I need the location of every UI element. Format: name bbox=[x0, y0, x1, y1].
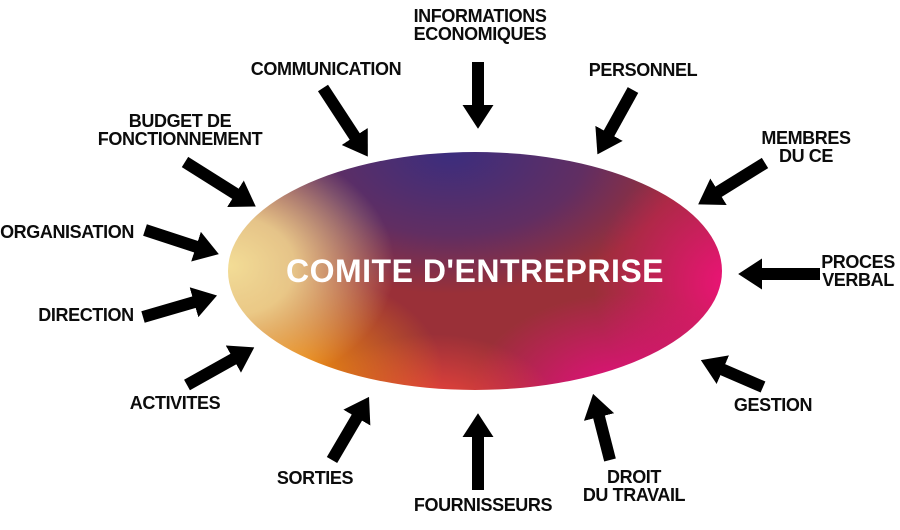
arrow-personnel-icon bbox=[595, 87, 639, 155]
label-fournisseurs: FOURNISSEURS bbox=[413, 495, 553, 515]
label-sorties: SORTIES bbox=[276, 468, 354, 488]
label-communication: COMMUNICATION bbox=[250, 59, 402, 79]
arrow-droit-travail-icon bbox=[583, 393, 616, 462]
arrow-sorties-icon bbox=[326, 396, 371, 464]
label-organisation: ORGANISATION bbox=[0, 222, 134, 242]
arrow-activites-icon bbox=[184, 345, 255, 391]
label-gestion: GESTION bbox=[733, 395, 813, 415]
arrow-direction-icon bbox=[141, 287, 218, 323]
label-direction: DIRECTION bbox=[38, 305, 134, 325]
center-ellipse: COMITE D'ENTREPRISE bbox=[228, 152, 722, 390]
label-droit-travail: DROIT DU TRAVAIL bbox=[582, 467, 686, 505]
label-membres-ce: MEMBRES DU CE bbox=[761, 128, 851, 166]
label-personnel: PERSONNEL bbox=[588, 60, 698, 80]
arrow-budget-fonctionnement-icon bbox=[181, 156, 256, 207]
arrow-organisation-icon bbox=[143, 224, 219, 262]
arrow-membres-ce-icon bbox=[698, 157, 769, 206]
label-budget-fonctionnement: BUDGET DE FONCTIONNEMENT bbox=[97, 111, 263, 149]
label-proces-verbal: PROCES VERBAL bbox=[821, 252, 895, 290]
label-informations-economiques: INFORMATIONS ECONOMIQUES bbox=[413, 6, 547, 44]
arrow-communication-icon bbox=[317, 84, 368, 157]
arrow-gestion-icon bbox=[700, 355, 766, 393]
center-ellipse-title: COMITE D'ENTREPRISE bbox=[285, 252, 665, 289]
label-activites: ACTIVITES bbox=[129, 393, 221, 413]
